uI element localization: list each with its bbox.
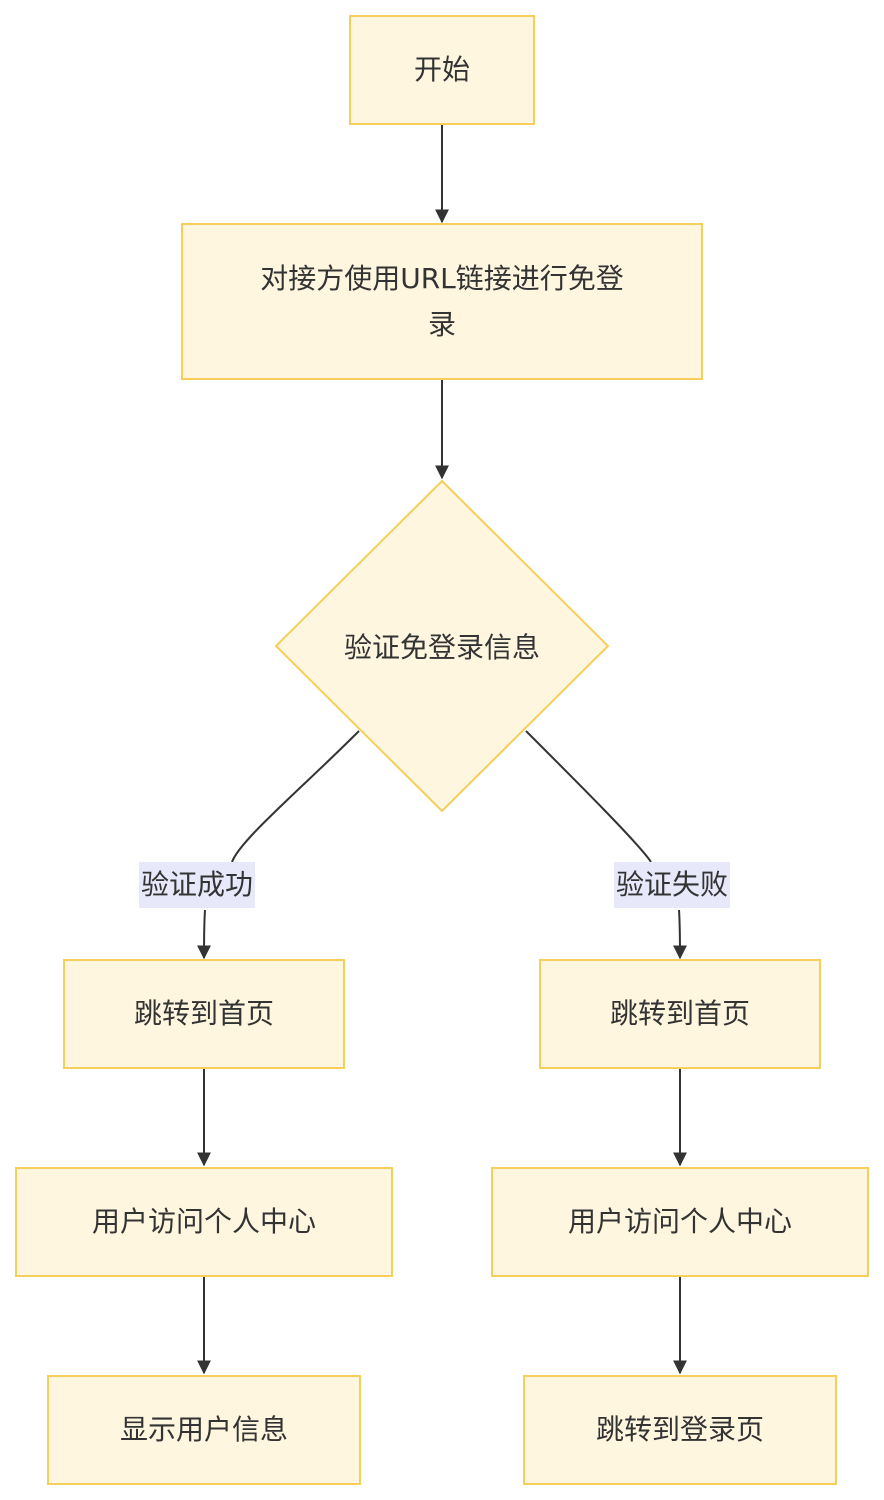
node-right-home: 跳转到首页	[539, 959, 821, 1069]
edge-label-fail: 验证失败	[614, 862, 731, 908]
node-left-home-label: 跳转到首页	[133, 997, 274, 1030]
node-start-label: 开始	[413, 53, 470, 86]
node-verify-label: 验证免登录信息	[343, 631, 540, 664]
node-url-login-label: 对接方使用URL链接进行免登录	[260, 261, 624, 341]
node-left-show-label: 显示用户信息	[119, 1413, 288, 1446]
node-left-home: 跳转到首页	[63, 959, 345, 1069]
node-url-login: 对接方使用URL链接进行免登录	[181, 223, 703, 380]
node-verify: 验证免登录信息	[292, 620, 592, 672]
node-right-center-label: 用户访问个人中心	[567, 1205, 792, 1238]
node-start: 开始	[349, 15, 535, 125]
node-right-login-page-label: 跳转到登录页	[595, 1413, 764, 1446]
decision-diamond	[274, 479, 610, 813]
node-left-center-label: 用户访问个人中心	[91, 1205, 316, 1238]
edge-left-label-to-home	[197, 909, 212, 960]
edge-verify-to-left-home	[231, 730, 360, 863]
node-right-home-label: 跳转到首页	[609, 997, 750, 1030]
node-right-center: 用户访问个人中心	[491, 1167, 869, 1277]
edge-right-label-to-home	[672, 909, 687, 960]
edge-verify-to-right-home	[525, 730, 652, 863]
node-left-show: 显示用户信息	[47, 1375, 361, 1485]
node-left-center: 用户访问个人中心	[15, 1167, 393, 1277]
edge-label-success: 验证成功	[139, 862, 256, 908]
node-right-login-page: 跳转到登录页	[523, 1375, 837, 1485]
